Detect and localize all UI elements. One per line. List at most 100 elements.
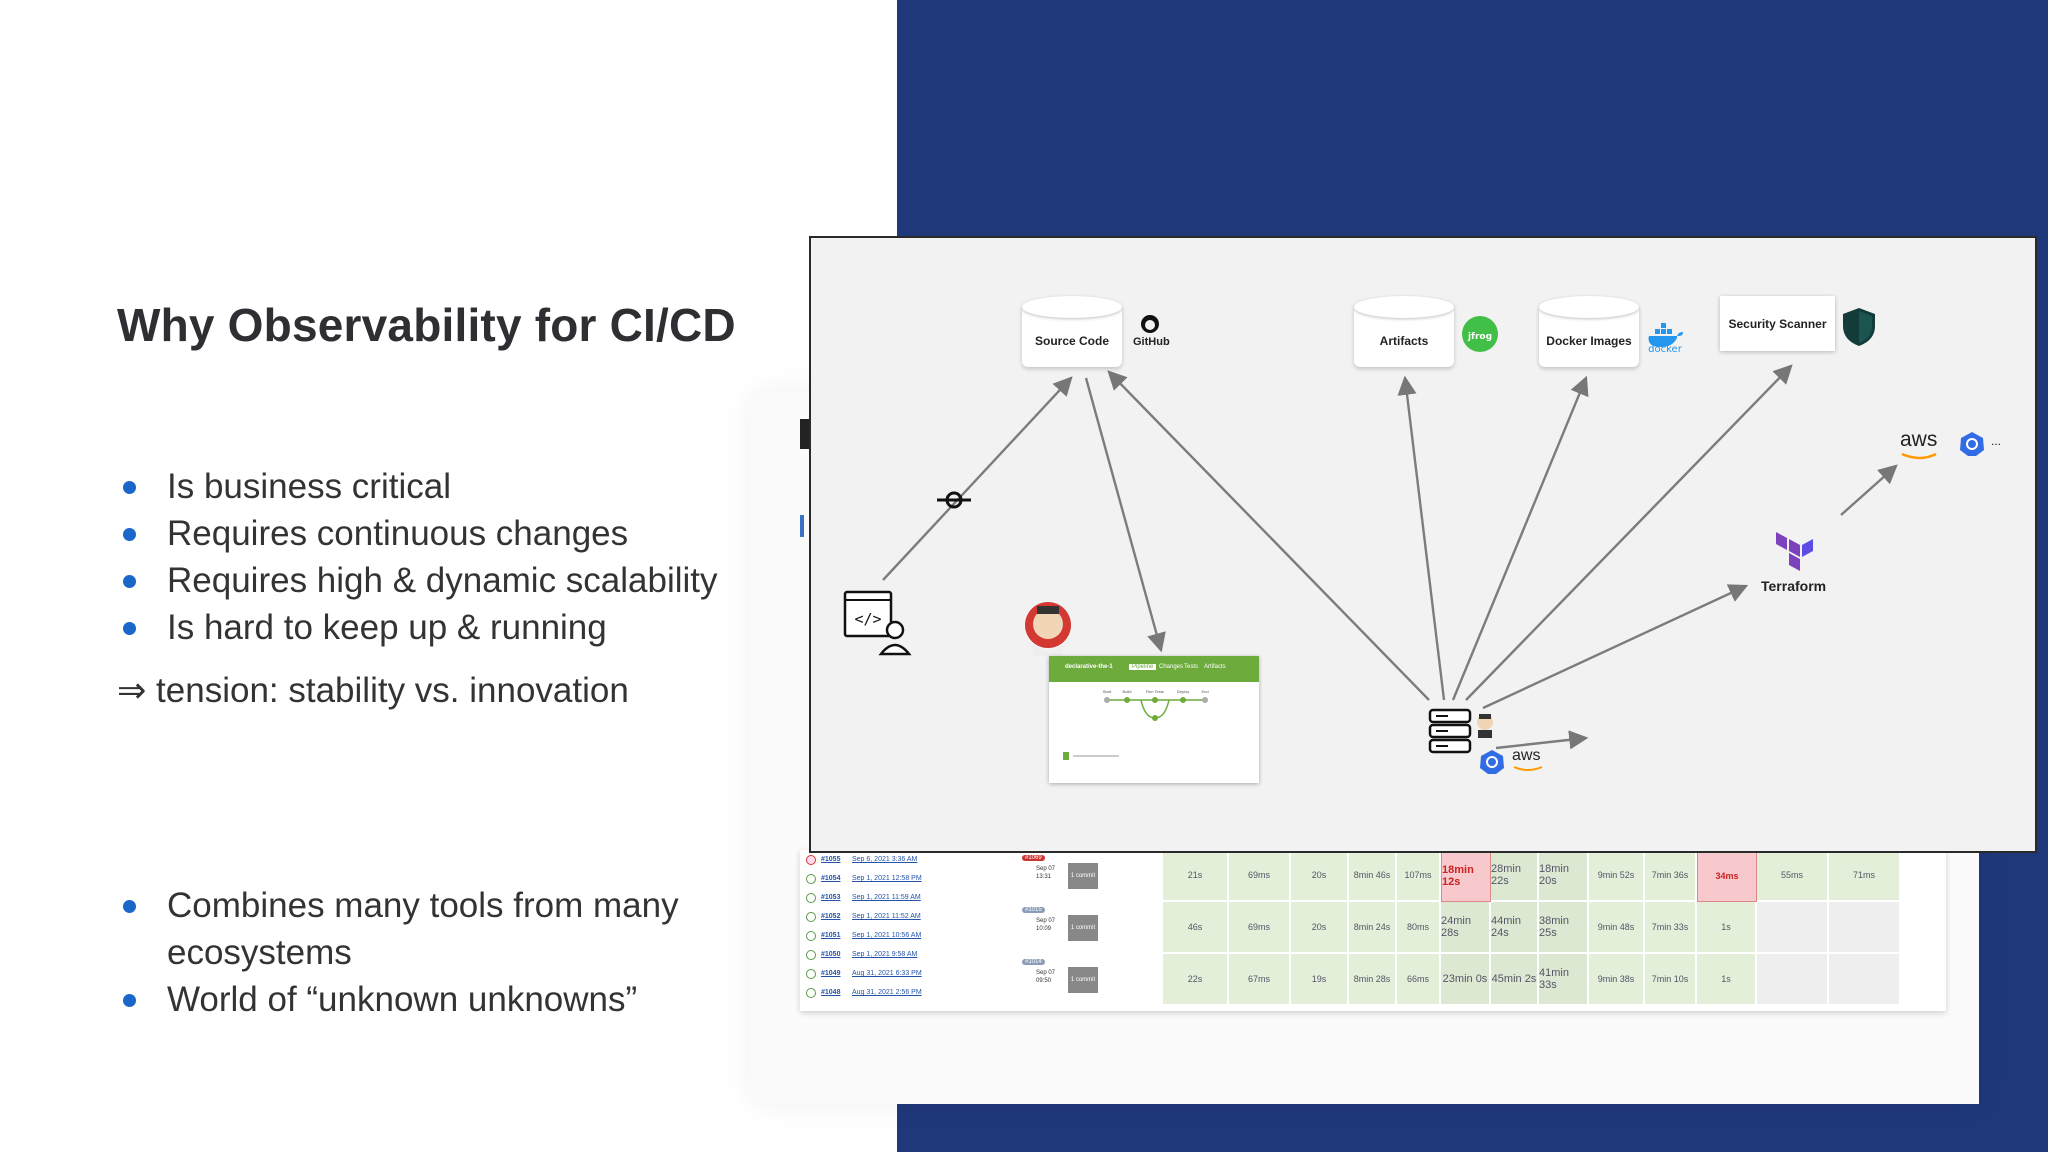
build-number[interactable]: #1048: [821, 989, 841, 996]
stage-cell[interactable]: [1757, 902, 1827, 952]
stage-cell[interactable]: 28min 22s: [1491, 850, 1537, 900]
stage-cell[interactable]: 21s: [1163, 850, 1227, 900]
jenkins-tab-changes[interactable]: Changes: [1159, 664, 1184, 670]
aws-logo-text: aws: [1900, 428, 1938, 451]
stage-cell[interactable]: 18min 12s: [1441, 850, 1491, 902]
stage-cell[interactable]: 22s: [1163, 954, 1227, 1004]
build-number[interactable]: #1050: [821, 951, 841, 958]
cicd-pipeline-diagram: Source Code GitHub Artifacts jfrog Docke…: [809, 236, 2037, 853]
stage-cell[interactable]: 38min 25s: [1539, 902, 1587, 952]
terraform-icon: [1774, 530, 1814, 577]
arrow-layer: [882, 364, 1898, 750]
stage-cell[interactable]: 20s: [1291, 850, 1347, 900]
stage-cell[interactable]: [1757, 954, 1827, 1004]
jenkins-tab-pipeline[interactable]: Pipeline: [1129, 664, 1157, 670]
github-label: GitHub: [1133, 336, 1170, 348]
build-date[interactable]: Aug 31, 2021 6:33 PM: [852, 970, 922, 977]
build-row[interactable]: #1054 Sep 1, 2021 12:58 PM: [806, 869, 922, 888]
commit-count[interactable]: 1 commit: [1068, 863, 1098, 889]
source-code-label: Source Code: [1034, 334, 1109, 348]
svg-text:Build: Build: [1123, 689, 1132, 694]
stage-cell[interactable]: 69ms: [1229, 850, 1289, 900]
stage-cell[interactable]: 9min 38s: [1589, 954, 1643, 1004]
stage-cell[interactable]: 1s: [1697, 954, 1755, 1004]
jenkins-job-title: declarative-the-1: [1065, 664, 1113, 670]
stage-cell[interactable]: 69ms: [1229, 902, 1289, 952]
stage-cell[interactable]: 8min 46s: [1349, 850, 1395, 900]
more-ellipsis: ...: [1991, 434, 2002, 448]
aws-cluster-text: aws: [1512, 747, 1541, 764]
stage-cell[interactable]: 24min 28s: [1441, 902, 1489, 952]
bullet-item: Requires continuous changes: [117, 510, 718, 557]
build-date[interactable]: Sep 6, 2021 3:36 AM: [852, 856, 918, 863]
bullet-list-bottom: Combines many tools from many ecosystems…: [117, 882, 757, 1023]
stage-cell[interactable]: 19s: [1291, 954, 1347, 1004]
bullet-item: Is hard to keep up & running: [117, 604, 718, 651]
stage-cell[interactable]: 80ms: [1397, 902, 1439, 952]
build-date[interactable]: Sep 1, 2021 10:56 AM: [852, 932, 922, 939]
svg-text:Run Tests: Run Tests: [1146, 689, 1164, 694]
stage-cell[interactable]: 1s: [1697, 902, 1755, 952]
arrow-dev-to-source: [882, 376, 1073, 581]
dashboard-header-bar: [800, 419, 809, 449]
stage-cell[interactable]: 71ms: [1829, 850, 1899, 900]
stage-cell[interactable]: 18min 20s: [1539, 850, 1587, 900]
stage-cell[interactable]: 7min 10s: [1645, 954, 1695, 1004]
build-number[interactable]: #1052: [821, 913, 841, 920]
arrow-cluster-to-docker: [1451, 375, 1589, 701]
build-number[interactable]: #1055: [821, 856, 841, 863]
bullet-dot-icon: [123, 994, 136, 1007]
build-date[interactable]: Sep 1, 2021 11:59 AM: [852, 894, 921, 901]
stage-cell[interactable]: 45min 2s: [1491, 954, 1537, 1004]
build-number[interactable]: #1054: [821, 875, 841, 882]
commit-count[interactable]: 1 commit: [1068, 915, 1098, 941]
build-row[interactable]: #1052 Sep 1, 2021 11:52 AM: [806, 907, 921, 926]
run-tag: #1015: [1022, 907, 1045, 913]
stage-cell[interactable]: 41min 33s: [1539, 954, 1587, 1004]
build-date[interactable]: Sep 1, 2021 12:58 PM: [852, 875, 922, 882]
stage-cell[interactable]: 20s: [1291, 902, 1347, 952]
build-row[interactable]: #1049 Aug 31, 2021 6:33 PM: [806, 964, 922, 983]
build-row[interactable]: #1048 Aug 31, 2021 2:56 PM: [806, 983, 922, 1002]
stage-cell[interactable]: 7min 33s: [1645, 902, 1695, 952]
bullet-item: World of “unknown unknowns”: [117, 976, 757, 1023]
build-date[interactable]: Sep 1, 2021 11:52 AM: [852, 913, 921, 920]
stage-cell[interactable]: 7min 36s: [1645, 850, 1695, 900]
stage-cell[interactable]: 9min 48s: [1589, 902, 1643, 952]
commit-count[interactable]: 1 commit: [1068, 967, 1098, 993]
arrow-cluster-to-security: [1465, 364, 1793, 701]
build-number[interactable]: #1051: [821, 932, 841, 939]
stage-cell[interactable]: [1829, 902, 1899, 952]
stage-cell[interactable]: 23min 0s: [1441, 954, 1489, 1004]
build-row[interactable]: #1051 Sep 1, 2021 10:56 AM: [806, 926, 921, 945]
jenkins-tab-artifacts[interactable]: Artifacts: [1204, 664, 1226, 670]
build-number[interactable]: #1049: [821, 970, 841, 977]
stage-cell[interactable]: 67ms: [1229, 954, 1289, 1004]
stage-cell[interactable]: [1829, 954, 1899, 1004]
arrow-source-to-jenkins: [1084, 377, 1166, 653]
build-row[interactable]: #1050 Sep 1, 2021 9:58 AM: [806, 945, 917, 964]
artifacts-repo: Artifacts: [1354, 296, 1454, 367]
stage-cell[interactable]: 55ms: [1757, 850, 1827, 900]
stage-cell[interactable]: 107ms: [1397, 850, 1439, 900]
failed-status-icon: [806, 854, 816, 865]
build-row[interactable]: #1053 Sep 1, 2021 11:59 AM: [806, 888, 921, 907]
build-number[interactable]: #1053: [821, 894, 841, 901]
build-date[interactable]: Sep 1, 2021 9:58 AM: [852, 951, 918, 958]
stage-cell[interactable]: 44min 24s: [1491, 902, 1537, 952]
build-row[interactable]: #1055 Sep 6, 2021 3:36 AM: [806, 850, 917, 869]
docker-icon: docker: [1645, 318, 1685, 359]
stage-cell[interactable]: 8min 28s: [1349, 954, 1395, 1004]
stage-cell[interactable]: 46s: [1163, 902, 1227, 952]
stage-cell[interactable]: 34ms: [1697, 850, 1757, 902]
stage-cell[interactable]: 66ms: [1397, 954, 1439, 1004]
stage-cell[interactable]: 9min 52s: [1589, 850, 1643, 900]
jenkins-tab-tests[interactable]: Tests: [1184, 664, 1199, 670]
stage-cell[interactable]: 8min 24s: [1349, 902, 1395, 952]
git-commit-icon: [937, 491, 971, 509]
build-date[interactable]: Aug 31, 2021 2:56 PM: [852, 989, 922, 996]
